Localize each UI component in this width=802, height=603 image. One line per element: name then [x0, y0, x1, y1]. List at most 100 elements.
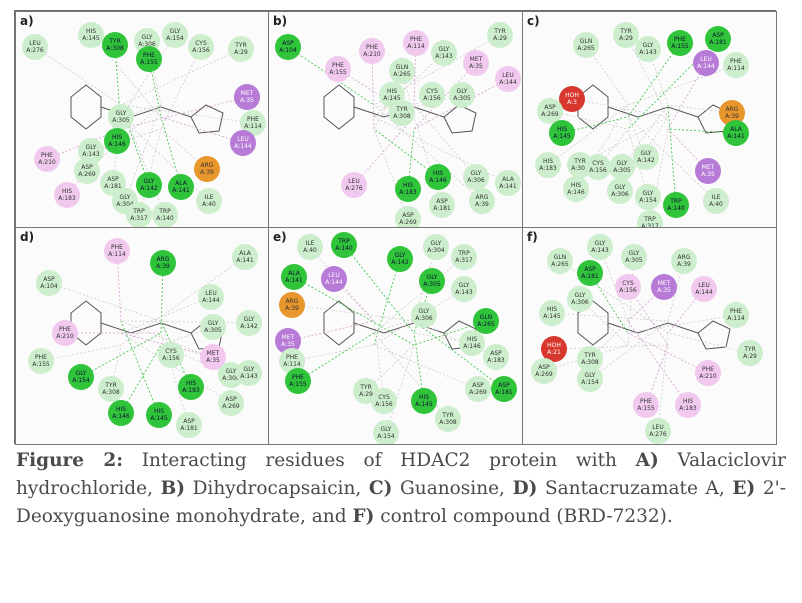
residue-disc: HIS A:183: [395, 176, 421, 202]
interaction-line: [627, 256, 635, 346]
residue-disc: GLY A:142: [236, 310, 262, 336]
residue-disc: HOH A:3: [559, 86, 585, 112]
interaction-line: [627, 64, 737, 106]
caption-text: Interacting residues of HDAC2 protein wi…: [123, 450, 636, 471]
residue-disc: PHE A:210: [695, 360, 721, 386]
residue-disc: GLY A:305: [621, 244, 647, 270]
interaction-line: [385, 344, 415, 434]
caption-text: Guanosine,: [392, 478, 513, 499]
residue-disc: GLY A:306: [567, 286, 593, 312]
caption-text: Valaciclovir hydrochloride,: [16, 450, 786, 499]
interaction-line: [48, 282, 162, 322]
residue-disc: GLN A:265: [473, 308, 499, 334]
residue-disc: HIS A:183: [178, 374, 204, 400]
residue-disc: ASP A:269: [465, 376, 491, 402]
residue-disc: ASP A:181: [429, 192, 455, 218]
interaction-line: [291, 344, 375, 362]
residue-disc: CYS A:156: [188, 34, 214, 60]
residue-disc: HIS A:146: [459, 330, 485, 356]
residue-disc: CYS A:156: [419, 82, 445, 108]
residue-disc: TRP A:140: [152, 202, 178, 227]
interaction-line: [353, 116, 415, 186]
interaction-line: [413, 62, 477, 130]
residue-disc: GLY A:305: [108, 104, 134, 130]
interaction-line: [120, 34, 176, 118]
residue-disc: GLY A:154: [68, 364, 94, 390]
residue-disc: ARG A:39: [150, 250, 176, 276]
residue-disc: PHE A:155: [28, 348, 54, 374]
interaction-line: [291, 304, 415, 322]
interaction-line: [287, 46, 375, 106]
interaction-line: [589, 320, 669, 380]
interaction-line: [120, 104, 162, 118]
residue-disc: MET A:35: [695, 158, 721, 184]
residue-disc: HIS A:145: [549, 120, 575, 146]
panel-label: e): [273, 230, 287, 244]
residue-disc: MET A:35: [463, 50, 489, 76]
residue-disc: LEU A:144: [321, 266, 347, 292]
interaction-line: [627, 116, 717, 202]
residue-disc: GLY A:306: [463, 164, 489, 190]
residue-disc: HIS A:145: [539, 300, 565, 326]
caption-panel-e: E): [732, 478, 756, 499]
residue-disc: GLY A:143: [451, 276, 477, 302]
residue-disc: GLY A:154: [373, 420, 399, 444]
interaction-line: [627, 320, 689, 406]
figure-caption: Figure 2: Interacting residues of HDAC2 …: [16, 447, 786, 531]
residue-disc: TYR A:308: [435, 406, 461, 432]
interaction-line: [337, 68, 415, 118]
interaction-line: [343, 244, 415, 334]
caption-text: Dihydrocapsaicin,: [184, 478, 369, 499]
residue-disc: PHE A:210: [34, 146, 60, 172]
residue-disc: GLY A:154: [162, 22, 188, 48]
residue-disc: MET A:35: [651, 274, 677, 300]
caption-text: 2'-Deoxyguanosine monohydrate, and: [16, 478, 786, 527]
residue-disc: GLN A:265: [573, 32, 599, 58]
interaction-line: [34, 46, 122, 106]
residue-disc: GLY A:305: [449, 82, 475, 108]
interaction-line: [120, 332, 232, 404]
interaction-line: [373, 128, 409, 220]
residue-disc: GLY A:154: [577, 366, 603, 392]
residue-disc: TYR A:29: [613, 22, 639, 48]
residue-disc: PHE A:155: [325, 56, 351, 82]
residue-disc: ALA A:141: [281, 264, 307, 290]
interaction-line: [413, 320, 497, 358]
residue-disc: ALA A:141: [168, 174, 194, 200]
residue-disc: GLY A:306: [607, 178, 633, 204]
residue-disc: HIS A:146: [104, 128, 130, 154]
caption-panel-d: D): [512, 478, 538, 499]
interaction-line: [287, 320, 375, 342]
residue-disc: GLY A:142: [136, 172, 162, 198]
interaction-line: [160, 46, 202, 130]
residue-disc: LEU A:144: [693, 50, 719, 76]
interaction-line: [120, 256, 246, 346]
residue-disc: HIS A:145: [78, 22, 104, 48]
interaction-line: [373, 344, 479, 390]
residue-disc: ASP A:269: [218, 390, 244, 416]
residue-disc: GLY A:305: [609, 154, 635, 180]
panel-label: b): [273, 14, 288, 28]
interaction-line: [561, 116, 629, 134]
residue-disc: ASP A:104: [36, 270, 62, 296]
residue-disc: LEU A:276: [341, 172, 367, 198]
residue-disc: ALA A:141: [495, 170, 521, 196]
residue-disc: ASP A:104: [275, 34, 301, 60]
interaction-line: [373, 332, 449, 420]
interaction-line: [553, 344, 669, 350]
residue-disc: PHE A:155: [136, 46, 162, 72]
residue-disc: TYR A:308: [98, 376, 124, 402]
residue-disc: ASP A:181: [577, 260, 603, 286]
panel-label: c): [527, 14, 540, 28]
interaction-line: [120, 320, 250, 374]
interaction-line: [120, 296, 212, 334]
residue-disc: LEU A:276: [22, 34, 48, 60]
interaction-line: [120, 320, 160, 416]
interaction-line: [373, 320, 385, 402]
interaction-line: [571, 98, 669, 118]
caption-text: Santacruzamate A,: [537, 478, 733, 499]
